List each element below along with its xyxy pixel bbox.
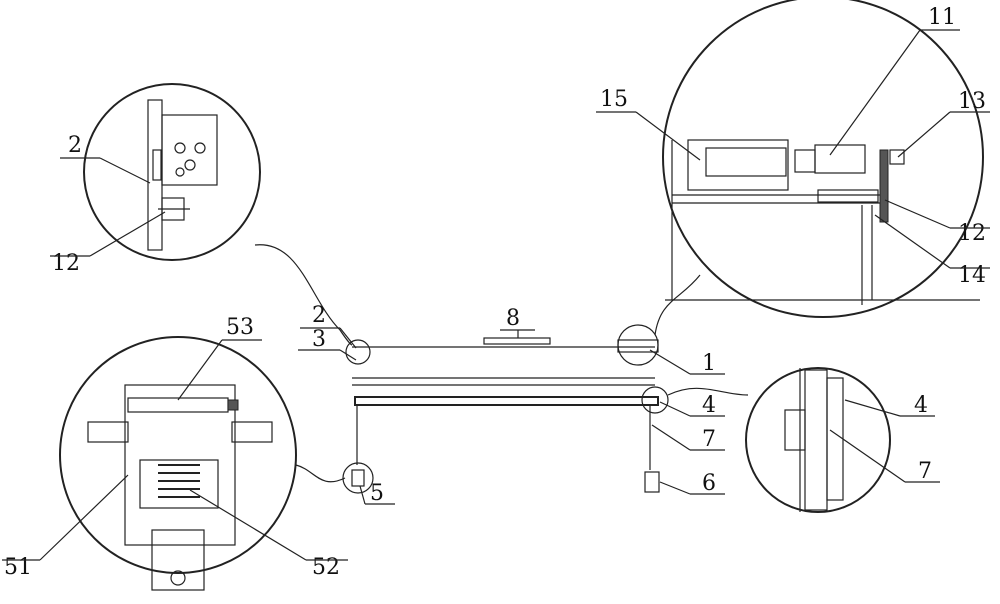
callout-label: 7 — [702, 427, 716, 452]
callout-label: 11 — [928, 5, 956, 30]
connector-right — [667, 387, 749, 396]
main-assembly: 8 2 3 1 4 7 6 5 — [298, 303, 725, 506]
callout-label: 14 — [958, 263, 986, 288]
callout-label: 2 — [68, 133, 82, 158]
callout-label: 12 — [958, 221, 986, 246]
callout-label: 4 — [914, 393, 928, 418]
callout-label: 13 — [958, 89, 986, 114]
callout-label: 12 — [52, 251, 80, 276]
callout-label: 7 — [918, 459, 932, 484]
detail-circle-right: 4 7 — [745, 367, 940, 513]
connector-top-right — [654, 274, 701, 336]
callout-label: 3 — [312, 327, 326, 352]
connector-top-left — [254, 244, 353, 346]
callout-label: 2 — [312, 303, 326, 328]
callout-label: 6 — [702, 471, 716, 496]
roller-ribs — [158, 464, 200, 498]
callout-label: 4 — [702, 393, 716, 418]
callout-label: 51 — [4, 555, 32, 580]
callout-label: 8 — [506, 306, 520, 331]
callout-label: 52 — [312, 555, 340, 580]
connector-bottom-left — [295, 464, 346, 483]
callout-label: 5 — [370, 481, 384, 506]
detail-circle-top-right: 11 13 15 12 14 — [596, 0, 990, 318]
callout-label: 15 — [600, 87, 628, 112]
callout-label: 53 — [226, 315, 254, 340]
detail-circle-bottom-left: 53 51 52 — [2, 315, 348, 591]
detail-circle-top-left: 2 12 — [50, 83, 261, 276]
callout-label: 1 — [702, 351, 716, 376]
